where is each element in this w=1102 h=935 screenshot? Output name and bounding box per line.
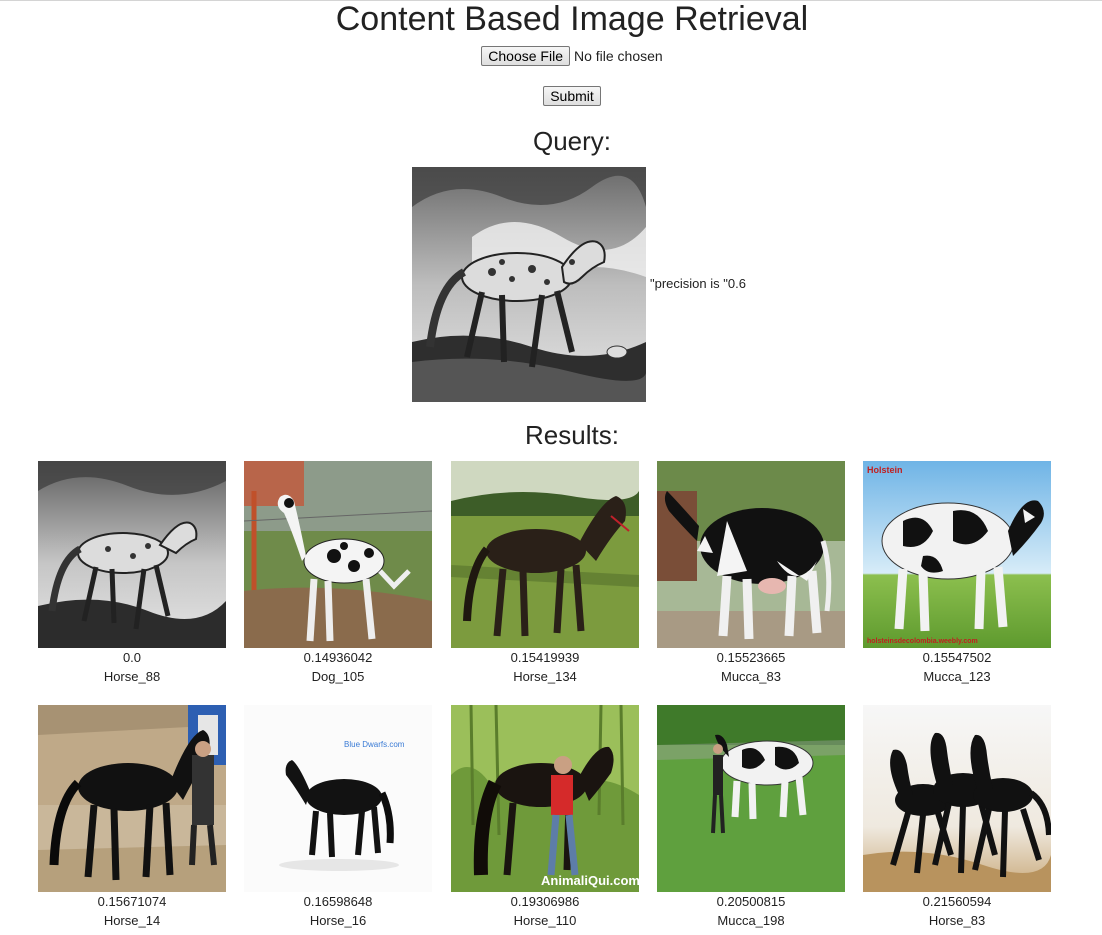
result-item: 0.21560594 Horse_83: [863, 705, 1051, 930]
result-item: 0.14936042 Dog_105: [244, 461, 432, 686]
result-label: Mucca_198: [717, 913, 785, 928]
results-heading: Results:: [525, 420, 619, 450]
animaliqui-watermark: AnimaliQui.com: [541, 873, 639, 888]
result-image-horse-16[interactable]: Blue Dwarfs.com: [244, 705, 432, 892]
page-title: Content Based Image Retrieval: [335, 0, 809, 38]
result-image-mucca-123[interactable]: Holstein holsteinsdecolombia.weebly.com: [863, 461, 1051, 648]
result-score: 0.14936042: [303, 650, 373, 665]
holstein-url-text: holsteinsdecolombia.weebly.com: [867, 638, 978, 645]
result-score: 0.15671074: [97, 894, 167, 909]
result-image-mucca-83[interactable]: [657, 461, 845, 648]
result-score: 0.15419939: [510, 650, 580, 665]
result-label: Mucca_123: [923, 669, 991, 684]
result-score: 0.21560594: [922, 894, 992, 909]
result-image-horse-83[interactable]: [863, 705, 1051, 892]
result-image-mucca-198[interactable]: [657, 705, 845, 892]
top-border: [0, 0, 1102, 1]
result-score: 0.20500815: [716, 894, 786, 909]
result-item: Holstein holsteinsdecolombia.weebly.com …: [863, 461, 1051, 686]
result-image-dog-105[interactable]: [244, 461, 432, 648]
query-horse-engraving: [412, 167, 647, 402]
result-score: 0.0: [122, 650, 142, 665]
result-item: 0.20500815 Mucca_198: [657, 705, 845, 930]
query-heading: Query:: [532, 126, 612, 156]
result-label: Dog_105: [311, 669, 365, 684]
submit-button[interactable]: Submit: [543, 86, 601, 106]
result-label: Horse_134: [513, 669, 577, 684]
result-item: 0.15523665 Mucca_83: [657, 461, 845, 686]
result-label: Mucca_83: [721, 669, 781, 684]
result-item: 0.15671074 Horse_14: [38, 705, 226, 930]
precision-text: "precision is "0.6: [650, 276, 746, 291]
result-image-horse-14[interactable]: [38, 705, 226, 892]
result-label: Horse_83: [928, 913, 986, 928]
submit-row: Submit: [0, 86, 1102, 106]
result-label: Horse_110: [513, 913, 577, 928]
file-status-text: No file chosen: [573, 48, 663, 64]
result-item: 0.0 Horse_88: [38, 461, 226, 686]
result-image-horse-88[interactable]: [38, 461, 226, 648]
result-image-horse-110[interactable]: AnimaliQui.com: [451, 705, 639, 892]
choose-file-button[interactable]: Choose File: [481, 46, 570, 66]
result-score: 0.19306986: [510, 894, 580, 909]
result-item: AnimaliQui.com 0.19306986 Horse_110: [451, 705, 639, 930]
result-score: 0.15523665: [716, 650, 786, 665]
result-label: Horse_14: [103, 913, 161, 928]
result-label: Horse_16: [309, 913, 367, 928]
result-item: 0.15419939 Horse_134: [451, 461, 639, 686]
result-score: 0.16598648: [303, 894, 373, 909]
result-score: 0.15547502: [922, 650, 992, 665]
blue-dwarfs-logo-text: Blue Dwarfs.com: [344, 740, 405, 749]
result-image-horse-134[interactable]: [451, 461, 639, 648]
holstein-overlay-text: Holstein: [867, 465, 903, 475]
result-label: Horse_88: [103, 669, 161, 684]
result-item: Blue Dwarfs.com 0.16598648 Horse_16: [244, 705, 432, 930]
query-image: [412, 167, 647, 402]
